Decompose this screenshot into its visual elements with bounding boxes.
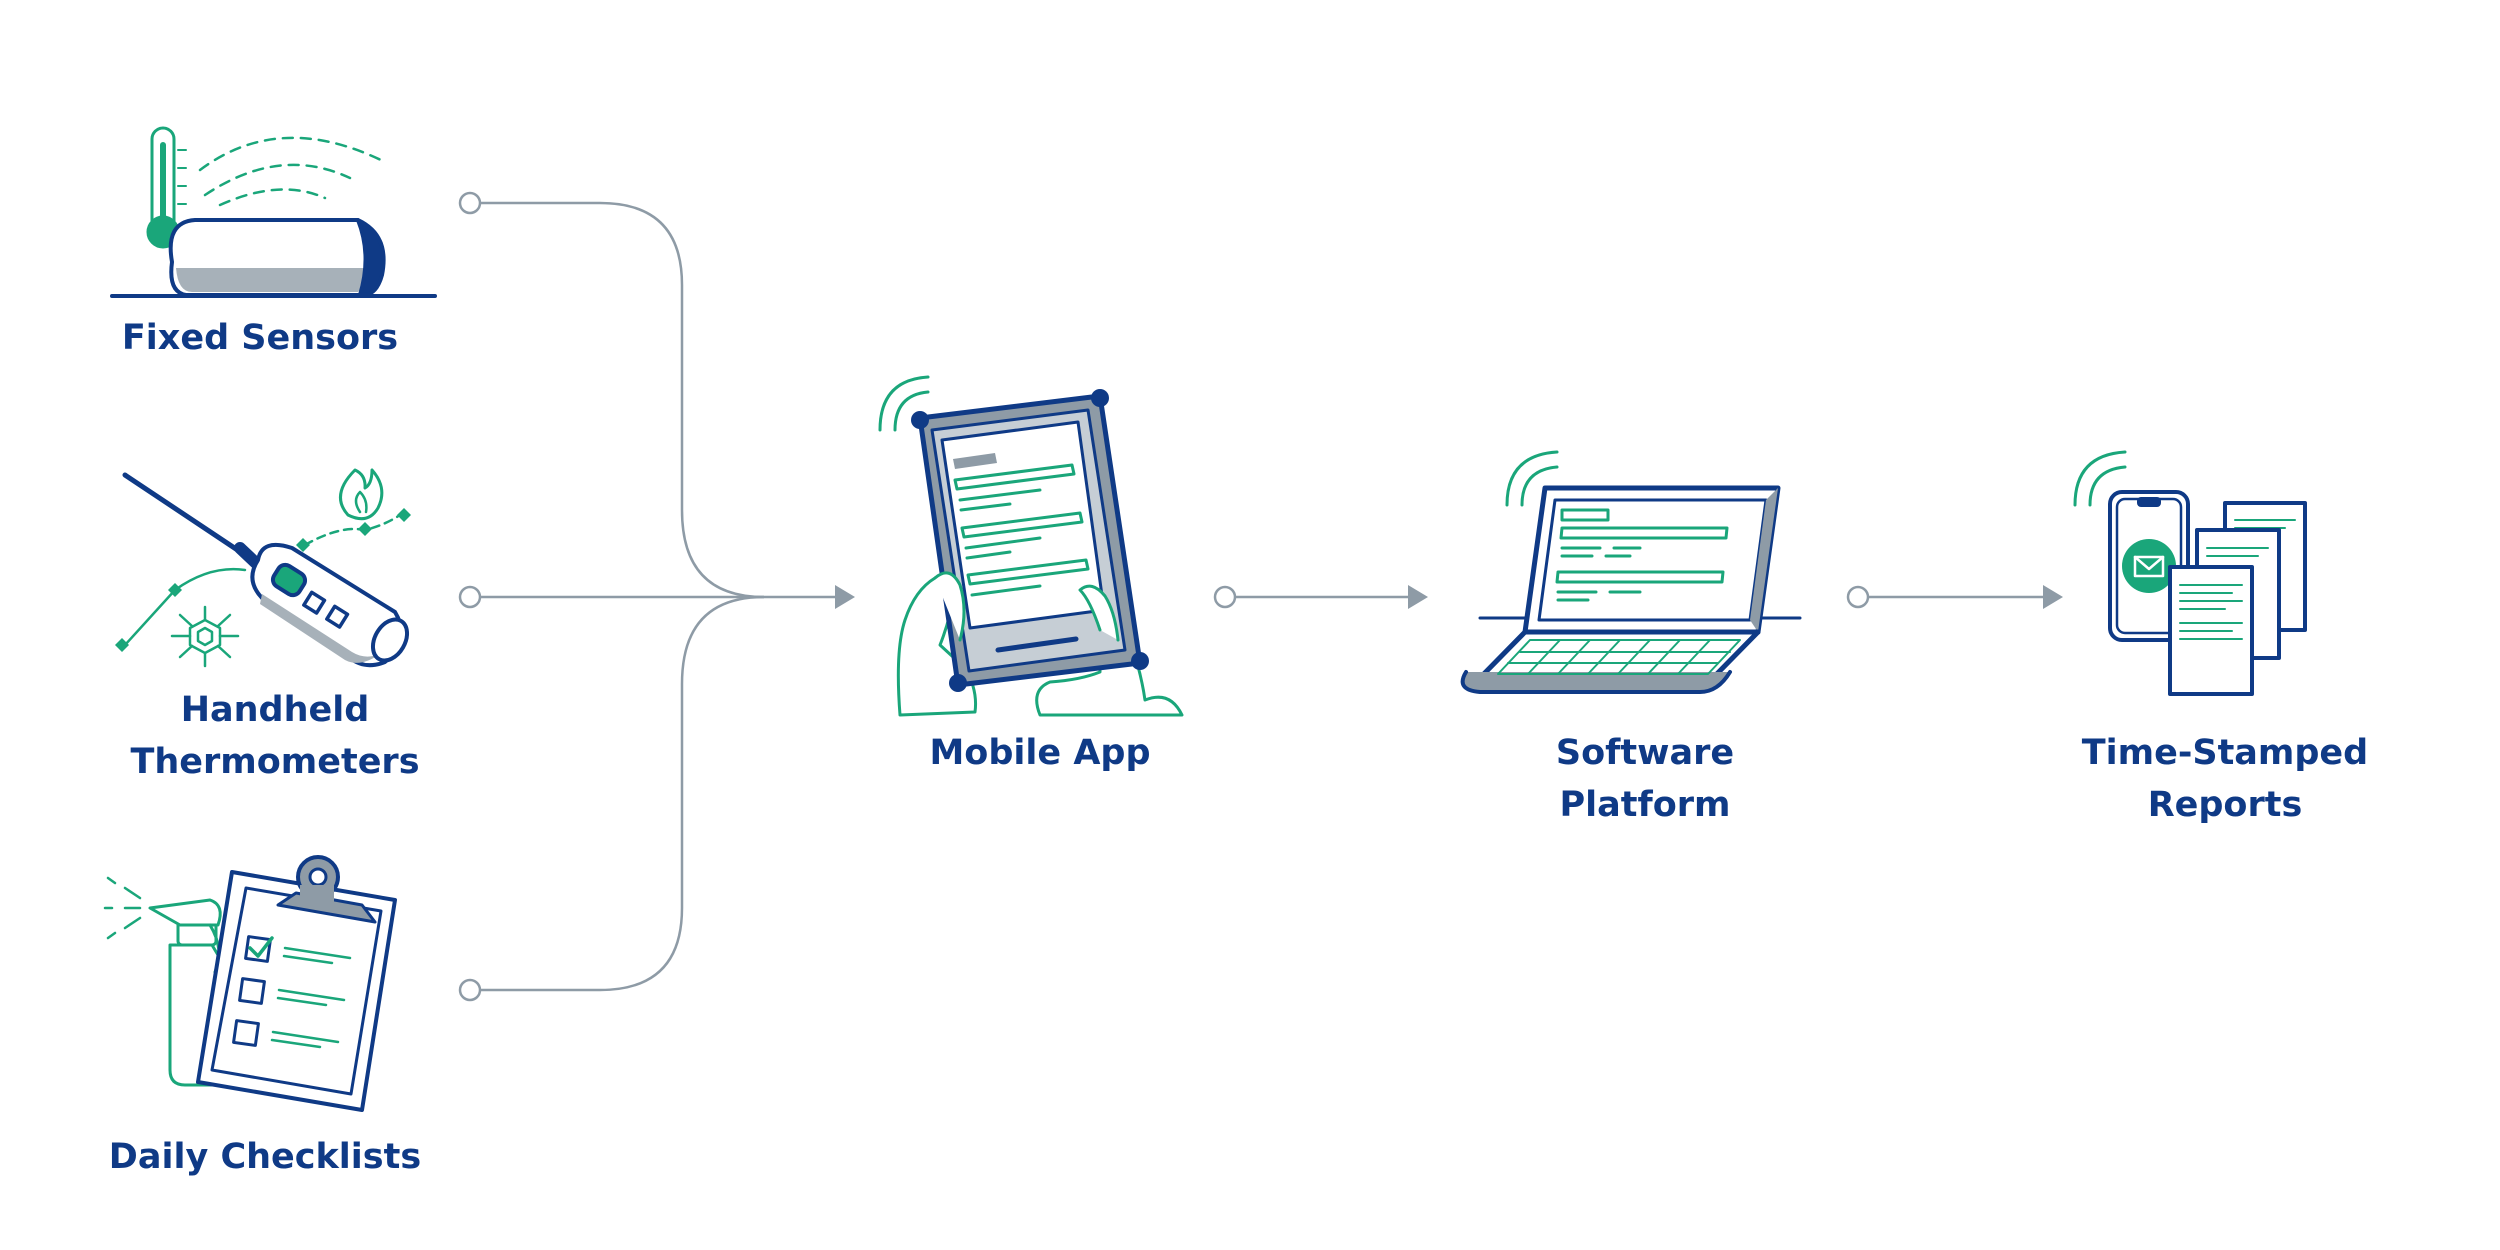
label-daily-checklists: Daily Checklists bbox=[105, 1131, 425, 1183]
label-reports-line1: Time-Stamped bbox=[2081, 733, 2369, 773]
label-software-line2: Platform bbox=[1559, 785, 1731, 825]
tablet-icon bbox=[878, 375, 1184, 717]
label-handheld-line1: Handheld bbox=[180, 690, 370, 730]
label-daily-checklists-text: Daily Checklists bbox=[108, 1137, 422, 1177]
label-mobile-app: Mobile App bbox=[890, 727, 1190, 779]
clipboard-checklist-icon bbox=[103, 855, 397, 1112]
connectors bbox=[458, 191, 2063, 1002]
label-handheld-line2: Thermometers bbox=[130, 742, 420, 782]
connector-node-fixed-sensors bbox=[458, 191, 482, 215]
sensor-thermometer-icon bbox=[110, 126, 437, 298]
label-fixed-sensors-text: Fixed Sensors bbox=[121, 318, 399, 358]
label-software-line1: Software bbox=[1555, 733, 1735, 773]
label-software-platform: Software Platform bbox=[1495, 727, 1795, 831]
reports-phone-icon bbox=[2073, 450, 2307, 696]
arrowhead-to-reports bbox=[2043, 585, 2063, 609]
connector-daily-checklists bbox=[472, 595, 765, 992]
arrowhead-to-mobile-app bbox=[835, 585, 855, 609]
label-mobile-app-text: Mobile App bbox=[929, 733, 1151, 773]
connector-node-checklists bbox=[458, 978, 482, 1002]
connector-fixed-sensors bbox=[472, 201, 765, 599]
label-fixed-sensors: Fixed Sensors bbox=[110, 312, 410, 364]
label-handheld-thermometers: Handheld Thermometers bbox=[125, 684, 425, 788]
probe-thermometer-icon bbox=[115, 468, 411, 668]
label-time-stamped-reports: Time-Stamped Reports bbox=[2065, 727, 2385, 831]
connector-node-mobile-out bbox=[1213, 585, 1237, 609]
arrowhead-to-platform bbox=[1408, 585, 1428, 609]
label-reports-line2: Reports bbox=[2147, 785, 2303, 825]
connector-node-platform-out bbox=[1846, 585, 1870, 609]
connector-node-handheld bbox=[458, 585, 482, 609]
laptop-icon bbox=[1460, 450, 1802, 694]
